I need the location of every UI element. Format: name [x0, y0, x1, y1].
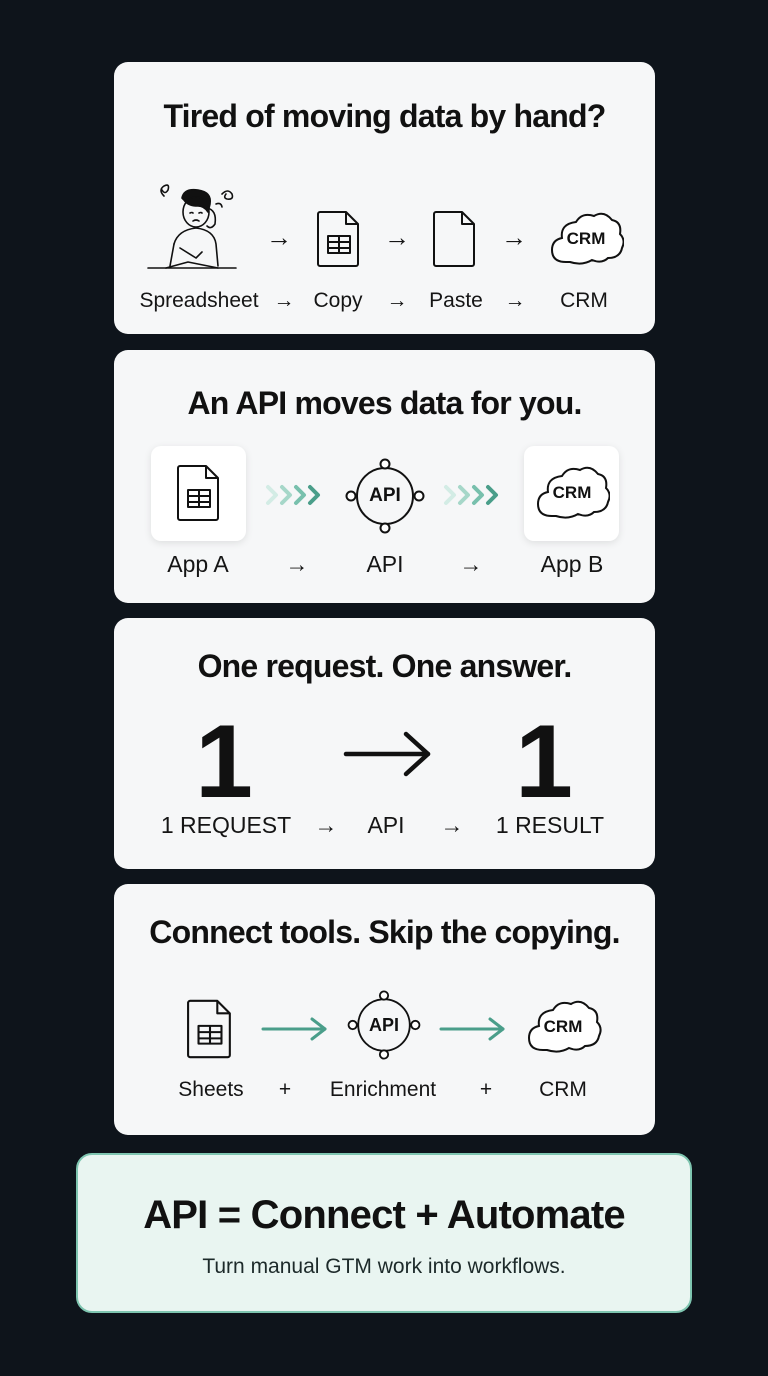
api-explainer-card: An API moves data for you. [114, 350, 655, 603]
chevrons-icon [444, 485, 498, 505]
card-title: An API moves data for you. [187, 385, 582, 421]
spreadsheet-icon [187, 999, 231, 1059]
connect-tools-card: Connect tools. Skip the copying. [114, 884, 655, 1135]
arrow-icon: → [504, 289, 526, 312]
arrow-icon: → [266, 222, 292, 252]
arrow-icon: → [384, 222, 410, 252]
stressed-person-icon [147, 184, 237, 269]
label-spreadsheet: Spreadsheet [139, 289, 259, 312]
document-icon [433, 211, 475, 267]
arrow-icon: → [314, 812, 338, 838]
arrow-icon [261, 1017, 327, 1041]
label-api: API [366, 551, 404, 577]
label-crm: CRM [560, 289, 608, 312]
arrow-icon: → [440, 812, 464, 838]
label-request: 1 REQUEST [160, 812, 292, 838]
plus-sign: + [479, 1078, 493, 1101]
card-title: Connect tools. Skip the copying. [149, 914, 620, 950]
chevrons-icon [266, 485, 320, 505]
app-b-tile: CRM [524, 446, 619, 541]
manual-work-card: Tired of moving data by hand? → → [114, 62, 655, 334]
crm-cloud-icon: CRM [524, 998, 602, 1058]
request-answer-card: One request. One answer. 1 1 1 REQUEST →… [114, 618, 655, 869]
api-hub-icon: API [346, 990, 422, 1060]
arrow-icon [439, 1017, 505, 1041]
spreadsheet-icon [177, 465, 219, 521]
label-enrichment: Enrichment [329, 1078, 437, 1101]
card-title: One request. One answer. [197, 648, 573, 684]
request-count: 1 [195, 704, 253, 820]
label-app-a: App A [167, 551, 229, 577]
crm-cloud-icon: CRM [548, 210, 624, 270]
arrow-icon: → [273, 289, 295, 312]
plus-sign: + [278, 1078, 292, 1101]
arrow-icon: → [459, 551, 483, 577]
label-paste: Paste [429, 289, 483, 312]
summary-card: API = Connect + Automate Turn manual GTM… [76, 1153, 692, 1313]
arrow-icon [343, 731, 431, 777]
crm-cloud-icon [536, 466, 610, 519]
card-title: Tired of moving data by hand? [163, 98, 606, 134]
app-a-tile [151, 446, 246, 541]
api-hub-icon: API [344, 458, 426, 534]
spreadsheet-icon [317, 211, 359, 267]
arrow-icon: → [386, 289, 408, 312]
label-crm: CRM [539, 1078, 587, 1101]
label-app-b: App B [540, 551, 604, 577]
label-result: 1 RESULT [495, 812, 605, 838]
label-sheets: Sheets [178, 1078, 244, 1101]
summary-subtitle: Turn manual GTM work into workflows. [202, 1255, 566, 1278]
label-copy: Copy [313, 289, 363, 312]
arrow-icon: → [285, 551, 309, 577]
label-api: API [367, 812, 405, 838]
summary-title: API = Connect + Automate [143, 1193, 625, 1237]
arrow-icon: → [501, 222, 527, 252]
result-count: 1 [515, 704, 573, 820]
